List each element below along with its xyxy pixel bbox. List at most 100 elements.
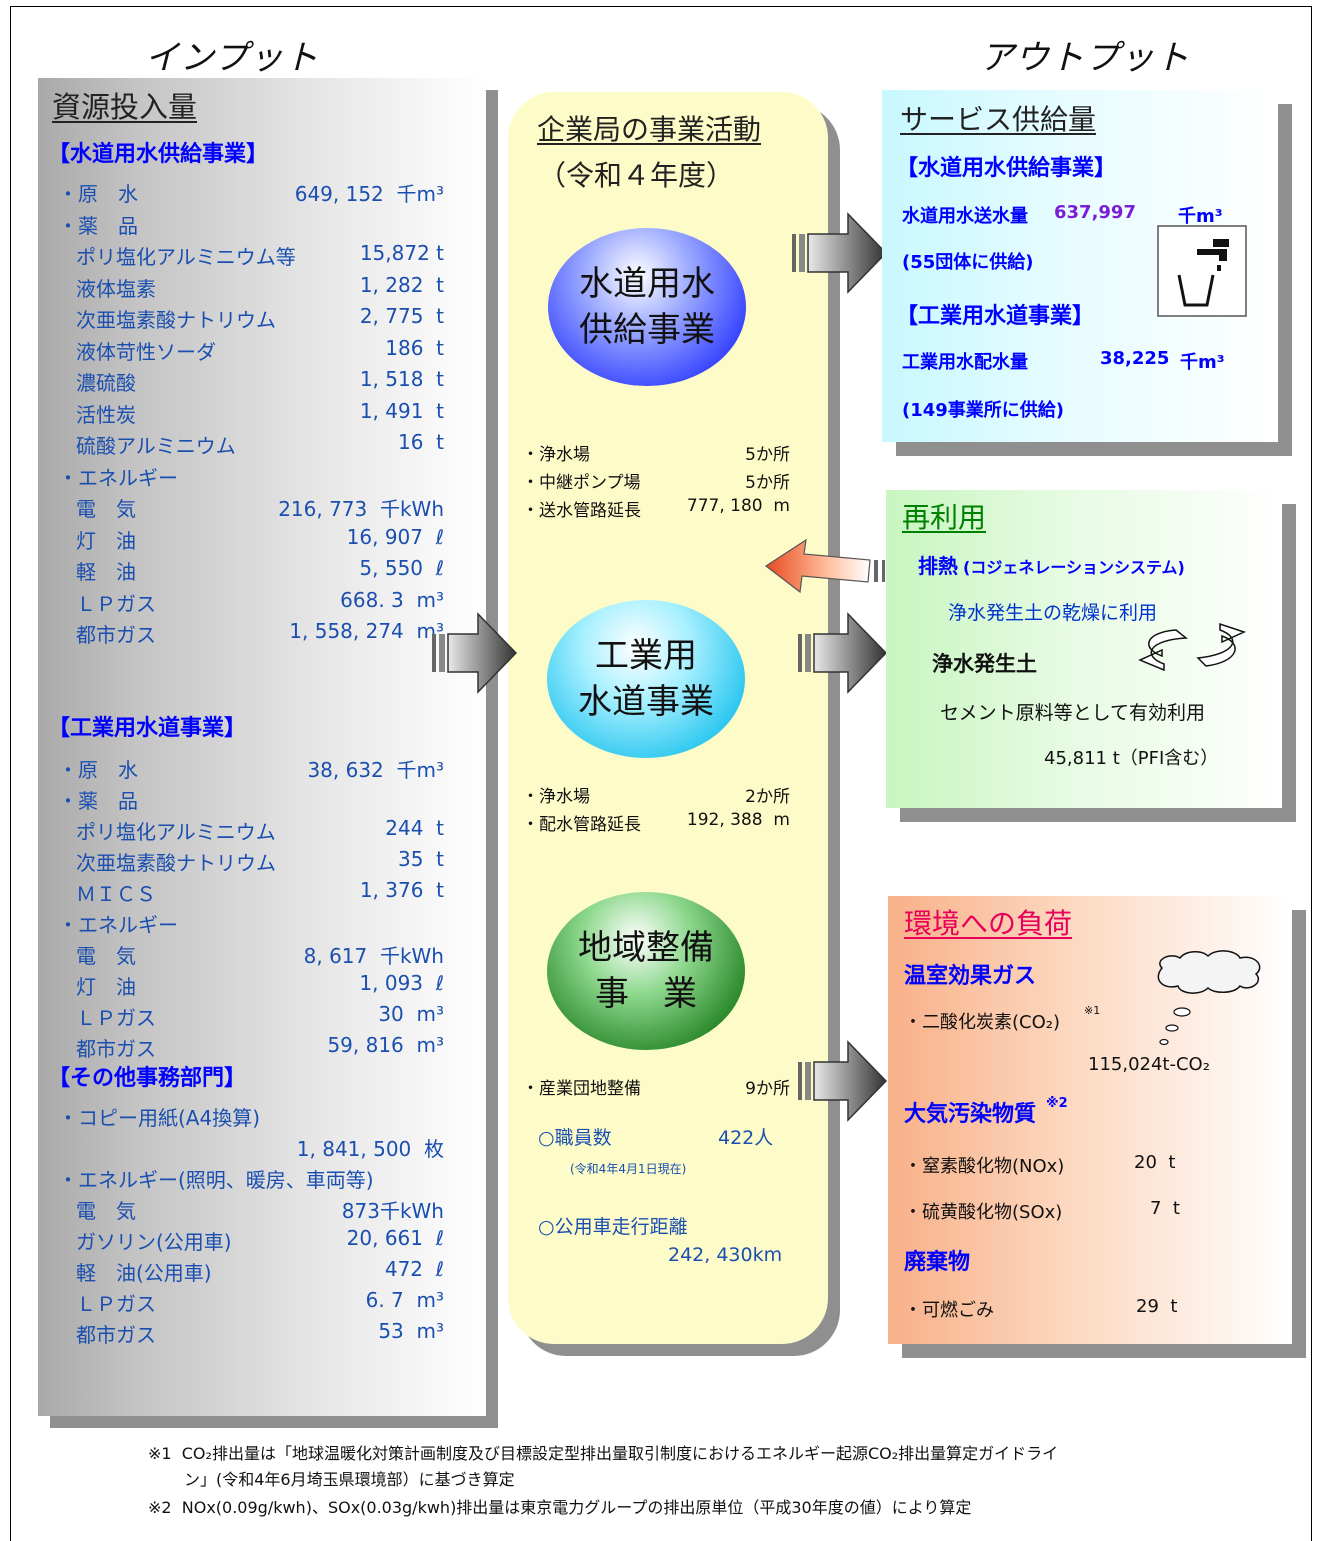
staff-note: (令和4年4月1日現在) <box>570 1162 687 1176</box>
load-arrow <box>798 1040 888 1122</box>
load-title: 環境への負荷 <box>904 907 1073 940</box>
resource-item-value: 1, 558, 274 m³ <box>289 619 444 643</box>
fact-label: ・浄水場 <box>522 787 590 807</box>
car-value: 242, 430km <box>668 1244 783 1266</box>
resource-item-label: ＬＰガス <box>76 591 156 616</box>
co2-mark: ※1 <box>1084 1004 1101 1017</box>
resource-item-label: 電 気 <box>76 1199 136 1223</box>
resource-item-value: 15,872 t <box>359 241 444 265</box>
water-ellipse-line1: 水道用水 <box>579 264 715 304</box>
service-ind-header: 【工業用水道事業】 <box>896 304 1095 329</box>
resource-item-value: 16, 907 ℓ <box>346 524 444 549</box>
air-mark: ※2 <box>1046 1096 1068 1111</box>
industrial-ellipse: 工業用 水道事業 <box>547 600 745 758</box>
water-send-label: 水道用水送水量 <box>902 206 1028 227</box>
resource-item-label: 液体苛性ソーダ <box>76 339 216 364</box>
resource-item-label: 液体塩素 <box>76 276 156 301</box>
cycle-arrows-icon <box>1138 622 1247 672</box>
footnote-2: ※2 NOx(0.09g/kwh)、SOx(0.03g/kwh)排出量は東京電力… <box>148 1498 972 1517</box>
resource-item-label: 濃硫酸 <box>76 371 136 395</box>
resource-item-label: ガソリン(公用車) <box>76 1230 232 1254</box>
input-heading: インプット <box>145 38 319 78</box>
resource-item-label: 硫酸アルミニウム <box>76 434 236 458</box>
resource-item-label: 次亜塩素酸ナトリウム <box>76 308 276 332</box>
resource-item-value: 244 t <box>385 816 444 840</box>
resource-item-label: ＬＰガス <box>76 1292 156 1316</box>
co2-value: 115,024t-CO₂ <box>1088 1054 1210 1075</box>
ind-send-value: 38,225 <box>1100 348 1170 369</box>
resource-item-value: 2, 775 t <box>359 304 444 328</box>
resource-item-label: ・薬 品 <box>58 789 138 813</box>
industrial-ellipse-line2: 水道事業 <box>578 682 714 722</box>
waste-header: 廃棄物 <box>904 1250 971 1275</box>
heat-sub: (コジェネレーションシステム) <box>963 558 1185 577</box>
fact-value: 2か所 <box>745 787 790 807</box>
staff-label: ○職員数 <box>538 1127 612 1149</box>
resource-item-value: 1, 841, 500 枚 <box>296 1137 444 1161</box>
resource-item-label: 灯 油 <box>76 975 136 999</box>
resource-item-label: 都市ガス <box>76 1037 156 1061</box>
resource-item-value: 1, 282 t <box>359 272 444 297</box>
reuse-amount: 45,811 t（PFI含む） <box>1044 748 1219 769</box>
resource-item-value: 216, 773 千kWh <box>278 497 444 521</box>
resource-item-label: ・エネルギー <box>58 465 178 490</box>
car-label: ○公用車走行距離 <box>538 1216 688 1238</box>
resource-item-value: 1, 491 t <box>359 398 444 423</box>
resource-item-value: 6. 7 m³ <box>365 1288 444 1312</box>
output-heading: アウトプット <box>980 38 1190 78</box>
center-year: （令和４年度） <box>538 159 735 192</box>
resource-item-value: 873千kWh <box>341 1199 444 1223</box>
regional-ellipse-line2: 事 業 <box>595 974 697 1014</box>
air-header: 大気汚染物質 <box>904 1102 1037 1127</box>
resource-item-label: 電 気 <box>76 497 136 521</box>
resource-item-value: 38, 632 千m³ <box>307 758 444 782</box>
resource-item-label: ・エネルギー <box>58 913 178 937</box>
fact-label: ・浄水場 <box>522 445 590 465</box>
resource-item-label: 活性炭 <box>76 402 136 427</box>
resource-item-label: ・薬 品 <box>58 213 138 238</box>
water-tap-icon <box>1157 225 1247 317</box>
regional-ellipse-line1: 地域整備 <box>578 928 714 968</box>
ind-send-unit: 千m³ <box>1180 352 1225 373</box>
resource-item-label: ＭＩＣＳ <box>76 882 156 906</box>
ghg-header: 温室効果ガス <box>904 964 1037 989</box>
center-title: 企業局の事業活動 <box>537 113 762 146</box>
water-send-unit: 千m³ <box>1178 206 1223 227</box>
reuse-title: 再利用 <box>902 501 987 534</box>
office-header: 【その他事務部門】 <box>48 1066 247 1091</box>
resource-item-value: 59, 816 m³ <box>327 1033 444 1057</box>
industrial-ellipse-line1: 工業用 <box>595 636 697 676</box>
resource-item-value: 649, 152 千m³ <box>294 182 444 206</box>
reuse-arrow <box>798 612 888 694</box>
resource-item-label: ・コピー用紙(A4換算) <box>58 1106 261 1130</box>
burn-value: 29 t <box>1136 1296 1178 1317</box>
reuse-panel <box>886 490 1282 808</box>
resource-item-value: 5, 550 ℓ <box>359 556 444 580</box>
resource-item-value: 1, 376 t <box>359 878 444 902</box>
fact-label: ・配水管路延長 <box>522 815 641 835</box>
resource-item-label: ・エネルギー(照明、暖房、車両等) <box>58 1168 374 1192</box>
fact-label: ・中継ポンプ場 <box>522 473 641 493</box>
sox-label: ・硫黄酸化物(SOx) <box>904 1202 1063 1223</box>
co2-label: ・二酸化炭素(CO₂) <box>904 1012 1060 1033</box>
resource-item-label: ・原 水 <box>58 182 138 206</box>
resource-item-value: 35 t <box>397 847 444 871</box>
ind-send-note: (149事業所に供給) <box>902 400 1065 421</box>
heat-label: 排熱 <box>918 554 958 578</box>
resources-panel <box>38 78 486 1416</box>
input-arrow <box>432 612 518 694</box>
resource-item-label: ＬＰガス <box>76 1006 156 1030</box>
fact-value: 192, 388 m <box>686 810 790 830</box>
regional-ellipse: 地域整備 事 業 <box>547 892 745 1050</box>
sludge-text: 浄水発生土 <box>932 652 1037 676</box>
cloud-icon <box>1157 950 1261 1046</box>
water-supply-header: 【水道用水供給事業】 <box>48 142 269 167</box>
resource-item-label: ポリ塩化アルミニウム <box>76 820 276 844</box>
industrial-header: 【工業用水道事業】 <box>48 716 247 741</box>
burn-label: ・可燃ごみ <box>904 1300 994 1321</box>
drying-text: 浄水発生土の乾燥に利用 <box>948 602 1158 624</box>
staff-value: 422人 <box>718 1127 774 1149</box>
water-send-note: (55団体に供給) <box>902 252 1034 273</box>
service-title: サービス供給量 <box>900 103 1097 136</box>
resource-item-label: 都市ガス <box>76 1323 156 1347</box>
